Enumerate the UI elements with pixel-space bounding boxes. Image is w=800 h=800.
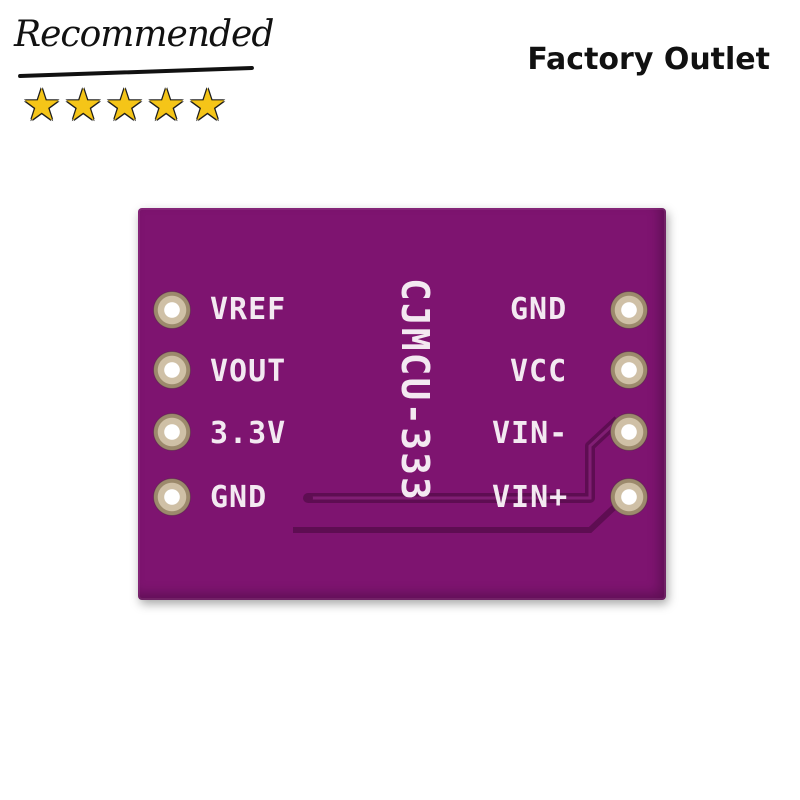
label-vcc: VCC bbox=[510, 354, 568, 389]
label-vin-plus: VIN+ bbox=[492, 480, 569, 515]
factory-outlet-label: Factory Outlet bbox=[527, 42, 770, 77]
board-edge bbox=[138, 208, 666, 600]
board-model-label: CJMCU-333 bbox=[393, 278, 437, 502]
recommended-text: Recommended bbox=[14, 14, 274, 55]
pin-vin-plus bbox=[610, 478, 648, 516]
pin-vcc bbox=[610, 351, 648, 389]
badge-underline bbox=[18, 65, 254, 79]
pin-gnd-right bbox=[610, 291, 648, 329]
pin-vin-minus bbox=[610, 413, 648, 451]
label-vin-minus: VIN- bbox=[492, 416, 569, 451]
recommended-badge: Recommended ★★★★★ bbox=[14, 14, 274, 131]
pin-vref bbox=[153, 291, 191, 329]
label-3v3: 3.3V bbox=[210, 416, 287, 451]
label-gnd-left: GND bbox=[210, 480, 268, 515]
pin-gnd-left bbox=[153, 478, 191, 516]
pcb-board: VREF VOUT 3.3V GND GND VCC VIN- VIN+ CJM… bbox=[138, 208, 666, 600]
pin-vout bbox=[153, 351, 191, 389]
label-vref: VREF bbox=[210, 292, 287, 327]
pin-3v3 bbox=[153, 413, 191, 451]
pcb-trace bbox=[293, 416, 627, 533]
label-vout: VOUT bbox=[210, 354, 287, 389]
rating-stars-icon: ★★★★★ bbox=[22, 80, 230, 131]
label-gnd-right: GND bbox=[510, 292, 568, 327]
